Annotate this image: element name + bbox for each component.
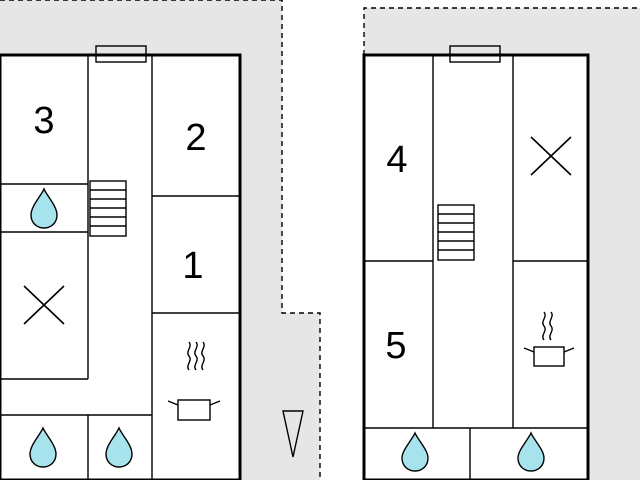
outdoor-area-right bbox=[364, 8, 640, 480]
water-drop-icon bbox=[517, 431, 545, 472]
room-1-label: 1 bbox=[182, 245, 203, 287]
toilet-x-icon bbox=[530, 136, 572, 176]
interior-walls-left bbox=[0, 55, 240, 480]
toilet-x-icon bbox=[23, 285, 65, 325]
property-boundary-right bbox=[363, 7, 640, 55]
exterior-walls-left bbox=[0, 53, 242, 480]
room-4-label: 4 bbox=[386, 139, 407, 181]
water-drop-icon bbox=[30, 187, 58, 229]
north-arrow-icon bbox=[282, 410, 304, 458]
room-5-label: 5 bbox=[385, 325, 406, 367]
outdoor-area-left bbox=[0, 0, 320, 480]
water-drop-icon bbox=[401, 431, 429, 472]
interior-walls-right bbox=[364, 55, 588, 480]
floor-plan-right: 4 5 bbox=[362, 7, 640, 480]
cooking-pot-icon bbox=[523, 311, 575, 367]
stairs-icon bbox=[89, 180, 127, 237]
property-boundary-left bbox=[0, 0, 321, 480]
water-drop-icon bbox=[29, 426, 57, 468]
room-3-label: 3 bbox=[33, 100, 54, 142]
floor-plan-left: 3 2 1 bbox=[0, 0, 321, 480]
room-2-label: 2 bbox=[185, 117, 206, 159]
stairs-icon bbox=[437, 204, 475, 261]
window-icon bbox=[449, 45, 501, 63]
cooking-pot-icon bbox=[167, 341, 221, 421]
water-drop-icon bbox=[105, 426, 133, 468]
window-icon bbox=[95, 45, 147, 63]
exterior-walls-right bbox=[362, 53, 590, 480]
